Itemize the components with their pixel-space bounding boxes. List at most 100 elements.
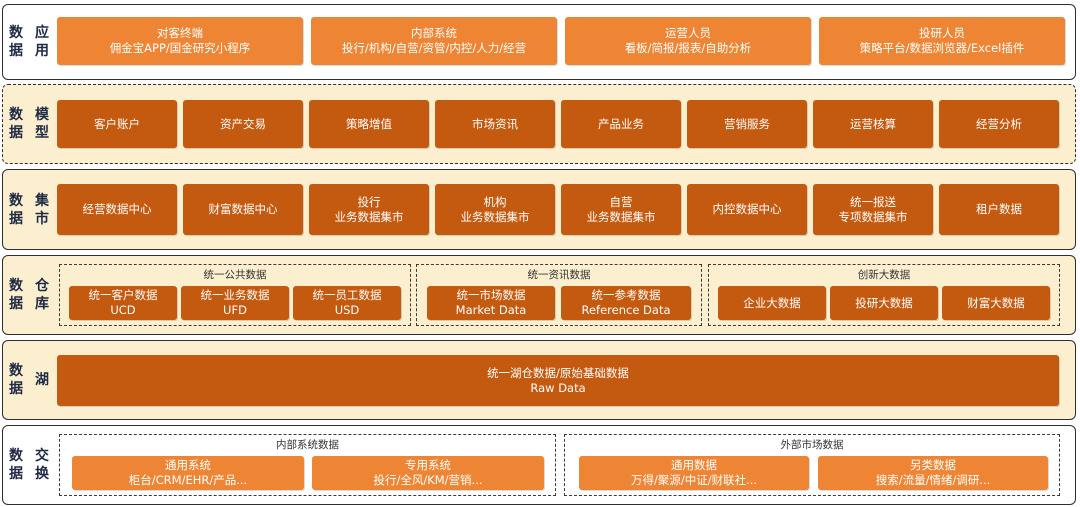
box-sublabel: UCD <box>110 303 136 317</box>
box-label: 营销服务 <box>724 116 770 131</box>
layer-label-line1: 数据 <box>9 107 23 141</box>
layer-label-line2: 应用 <box>35 25 49 59</box>
box-label: 自营 <box>609 194 633 209</box>
model-box-strategy: 策略增值 <box>309 100 429 148</box>
box-label: 财富大数据 <box>967 295 1025 310</box>
box-sublabel: Market Data <box>455 303 527 317</box>
box-subtitle: 策略平台/数据浏览器/Excel插件 <box>859 41 1025 55</box>
mart-box-tenant-data: 租户数据 <box>939 184 1059 235</box>
model-box-customer-account: 客户账户 <box>57 100 177 148</box>
ex-box-alternative-data: 另类数据搜索/流量/情绪/调研... <box>818 456 1048 490</box>
box-label: 经营分析 <box>976 116 1022 131</box>
layer-data-mart: 数据 集市 经营数据中心 财富数据中心 投行业务数据集市 机构业务数据集市 自营… <box>2 169 1076 250</box>
model-box-business-analysis: 经营分析 <box>939 100 1059 148</box>
layer-data-model: 数据 模型 客户账户 资产交易 策略增值 市场资讯 产品业务 营销服务 运营核算… <box>2 84 1076 164</box>
box-sublabel: 投行/全风/KM/营销... <box>373 473 483 487</box>
box-sublabel: 万得/聚源/中证/财联社... <box>630 473 758 487</box>
app-box-operations-staff: 运营人员 看板/简报/报表/自助分析 <box>565 17 811 65</box>
box-label: 经营数据中心 <box>82 202 152 216</box>
app-box-client-terminal: 对客终端 佣金宝APP/国金研究小程序 <box>57 17 303 65</box>
box-sublabel: 搜索/流量/情绪/调研... <box>875 473 991 487</box>
box-label: 统一业务数据 <box>200 288 270 302</box>
model-box-marketing: 营销服务 <box>687 100 807 148</box>
box-label: 市场资讯 <box>472 116 518 131</box>
box-label: 另类数据 <box>910 458 956 472</box>
layer-data-exchange: 数据 交换 内部系统数据 通用系统柜台/CRM/EHR/产品... 专用系统投行… <box>2 425 1076 505</box>
box-label: 企业大数据 <box>743 295 801 310</box>
box-label: 内控数据中心 <box>712 202 782 216</box>
box-label: 统一员工数据 <box>312 288 382 302</box>
wh-box-enterprise-bigdata: 企业大数据 <box>718 286 826 320</box>
mart-box-internal-control: 内控数据中心 <box>687 184 807 235</box>
model-box-asset-trading: 资产交易 <box>183 100 303 148</box>
model-box-accounting: 运营核算 <box>813 100 933 148</box>
layer-data-lake: 数据 湖 统一湖仓数据/原始基础数据 Raw Data <box>2 340 1076 420</box>
box-label: 专用系统 <box>405 458 451 472</box>
layer-label-line2: 模型 <box>35 107 49 141</box>
box-sublabel: Raw Data <box>530 380 586 395</box>
box-title: 运营人员 <box>665 26 711 40</box>
wh-box-wealth-bigdata: 财富大数据 <box>942 286 1050 320</box>
layer-label-line1: 数据 <box>9 25 23 59</box>
layer-label-line2: 集市 <box>35 192 49 227</box>
model-box-product-business: 产品业务 <box>561 100 681 148</box>
box-label: 资产交易 <box>220 116 266 131</box>
box-label: 统一报送 <box>850 194 896 209</box>
box-label: 通用数据 <box>671 458 717 472</box>
box-label: 统一客户数据 <box>88 288 158 302</box>
box-title: 内部系统 <box>411 26 457 40</box>
layer-label-line1: 数据 <box>9 448 23 482</box>
box-label: 投研大数据 <box>855 295 913 310</box>
box-label: 财富数据中心 <box>208 202 278 216</box>
box-sublabel: 业务数据集市 <box>460 209 530 224</box>
mart-box-investment-banking: 投行业务数据集市 <box>309 184 429 235</box>
box-subtitle: 佣金宝APP/国金研究小程序 <box>109 41 251 55</box>
box-sublabel: 业务数据集市 <box>334 209 404 224</box>
box-label: 客户账户 <box>94 116 140 131</box>
layer-label: 数据 交换 <box>3 426 55 504</box>
layer-label-line2: 湖 <box>35 372 49 388</box>
layer-label: 数据 湖 <box>3 341 55 419</box>
ex-box-general-system: 通用系统柜台/CRM/EHR/产品... <box>72 456 304 490</box>
box-sublabel: USD <box>334 303 360 317</box>
mart-box-wealth-center: 财富数据中心 <box>183 184 303 235</box>
ex-box-general-data: 通用数据万得/聚源/中证/财联社... <box>579 456 809 490</box>
box-label: 统一参考数据 <box>591 288 661 302</box>
box-sublabel: 专项数据集市 <box>838 209 908 224</box>
mart-box-proprietary: 自营业务数据集市 <box>561 184 681 235</box>
group-title: 内部系统数据 <box>276 439 339 451</box>
box-sublabel: Reference Data <box>581 303 671 317</box>
layer-label: 数据 仓库 <box>3 256 55 334</box>
ex-box-special-system: 专用系统投行/全风/KM/营销... <box>312 456 544 490</box>
model-box-market-info: 市场资讯 <box>435 100 555 148</box>
layer-label-line1: 数据 <box>9 278 23 312</box>
box-label: 投行 <box>357 194 381 209</box>
box-label: 机构 <box>483 194 507 209</box>
box-label: 产品业务 <box>598 116 644 131</box>
group-title: 统一资讯数据 <box>527 269 591 281</box>
box-label: 策略增值 <box>346 116 392 131</box>
box-subtitle: 投行/机构/自营/资管/内控/人力/经营 <box>341 41 527 55</box>
box-sublabel: UFD <box>223 303 247 317</box>
box-label: 运营核算 <box>850 116 896 131</box>
box-label: 租户数据 <box>976 202 1022 216</box>
app-box-internal-system: 内部系统 投行/机构/自营/资管/内控/人力/经营 <box>311 17 557 65</box>
exchange-group-external: 外部市场数据 通用数据万得/聚源/中证/财联社... 另类数据搜索/流量/情绪/… <box>564 434 1060 496</box>
group-title: 统一公共数据 <box>203 269 267 281</box>
layer-label-line1: 数据 <box>9 363 23 397</box>
layer-label-line1: 数据 <box>9 192 23 227</box>
mart-box-institution: 机构业务数据集市 <box>435 184 555 235</box>
box-sublabel: 业务数据集市 <box>586 209 656 224</box>
box-subtitle: 看板/简报/报表/自助分析 <box>624 41 752 55</box>
warehouse-group-innovation-bigdata: 创新大数据 企业大数据 投研大数据 财富大数据 <box>708 264 1060 326</box>
box-label: 通用系统 <box>165 458 211 472</box>
exchange-group-internal: 内部系统数据 通用系统柜台/CRM/EHR/产品... 专用系统投行/全风/KM… <box>59 434 556 496</box>
